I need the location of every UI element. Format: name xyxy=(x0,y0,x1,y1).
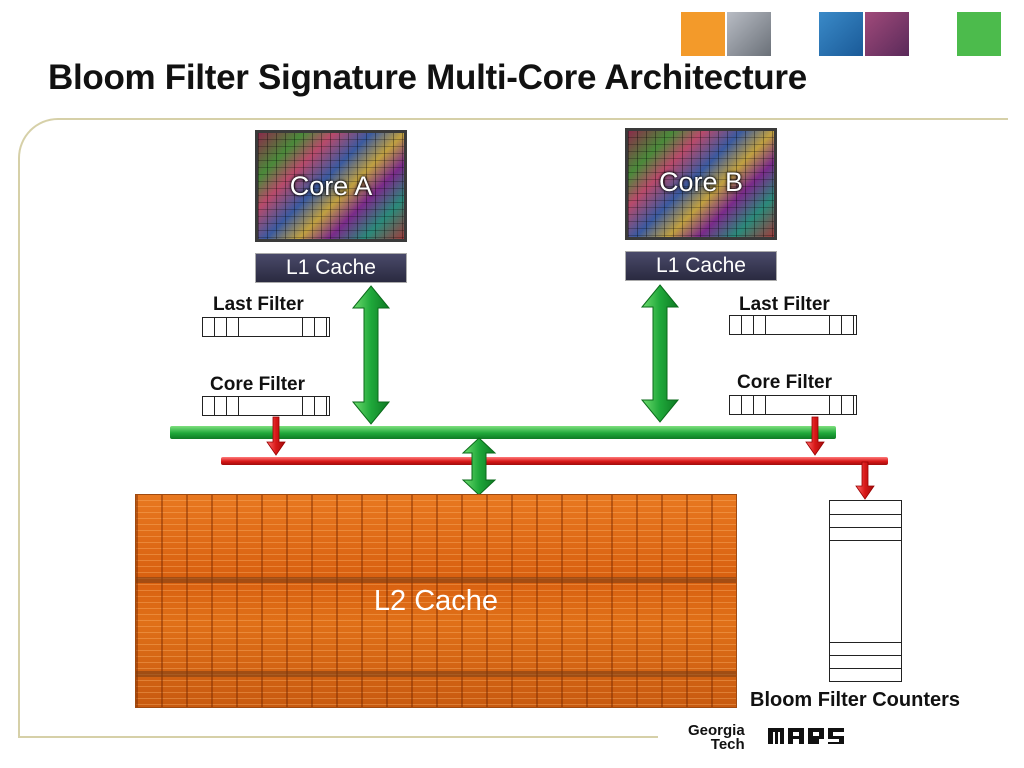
panel-border xyxy=(18,118,1008,738)
l2-divider-top xyxy=(136,577,736,583)
l2-cache-label: L2 Cache xyxy=(373,585,499,617)
header-square-chip xyxy=(865,12,909,56)
core-a-die: Core A xyxy=(255,130,407,242)
core-a-core-filter xyxy=(202,396,330,416)
l2-divider-bottom xyxy=(136,671,736,677)
header-square-orange xyxy=(681,12,725,56)
panel-bottom-line xyxy=(18,736,658,738)
header-square-photo-gray xyxy=(727,12,771,56)
core-b-last-filter xyxy=(729,315,857,335)
red-bus xyxy=(221,457,888,465)
core-a-last-filter-label: Last Filter xyxy=(213,294,304,315)
l2-cache-die xyxy=(135,494,737,708)
core-b-last-filter-label: Last Filter xyxy=(739,294,830,315)
counter-row xyxy=(830,527,901,528)
core-a-l1-cache: L1 Cache xyxy=(255,253,407,283)
core-b-filter-red-arrow xyxy=(805,416,825,456)
slide-title: Bloom Filter Signature Multi-Core Archit… xyxy=(48,58,807,97)
core-a-core-filter-label: Core Filter xyxy=(210,374,306,395)
counter-row xyxy=(830,655,901,656)
mars-logo-mark xyxy=(766,726,846,746)
core-b-label: Core B xyxy=(658,167,744,197)
core-b-die: Core B xyxy=(625,128,777,240)
bloom-filter-counters xyxy=(829,500,902,682)
core-a-label: Core A xyxy=(289,171,373,201)
header-square-green xyxy=(957,12,1001,56)
bus-l2-arrow xyxy=(461,437,497,496)
georgia-tech-logo: Georgia Tech xyxy=(688,722,745,753)
header-square-blue xyxy=(819,12,863,56)
core-a-last-filter xyxy=(202,317,330,337)
green-bus xyxy=(170,426,836,439)
core-a-filter-red-arrow xyxy=(266,416,286,456)
counter-row xyxy=(830,668,901,669)
counters-red-arrow xyxy=(855,461,875,500)
core-b-core-filter-label: Core Filter xyxy=(737,372,833,393)
counter-row xyxy=(830,514,901,515)
counter-row xyxy=(830,540,901,541)
core-b-core-filter xyxy=(729,395,857,415)
core-b-l1-cache: L1 Cache xyxy=(625,251,777,281)
mars-logo xyxy=(766,726,846,746)
counter-row xyxy=(830,642,901,643)
bloom-filter-counters-label: Bloom Filter Counters xyxy=(750,689,961,711)
core-b-l1-bus-arrow xyxy=(640,284,680,423)
core-a-l1-bus-arrow xyxy=(351,285,391,425)
